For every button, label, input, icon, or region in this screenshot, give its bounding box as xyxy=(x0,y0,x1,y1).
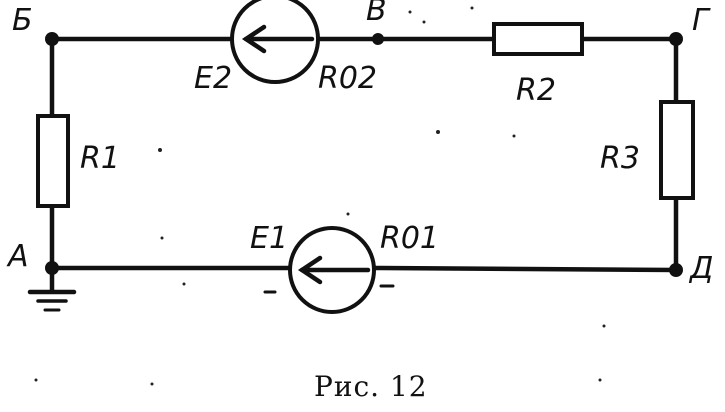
label-r3: R3 xyxy=(600,141,640,176)
node-label-a: А xyxy=(6,239,29,274)
label-e2: E2 xyxy=(194,61,232,96)
node-a-dot xyxy=(45,261,59,275)
label-r2: R2 xyxy=(516,73,556,108)
label-e1: E1 xyxy=(250,221,288,256)
node-d-dot xyxy=(669,263,683,277)
label-r02: R02 xyxy=(318,61,377,96)
node-label-g: Г xyxy=(692,3,711,38)
resistor-r1 xyxy=(36,114,70,208)
resistor-r2 xyxy=(492,22,584,56)
node-b-dot xyxy=(45,32,59,46)
node-label-d: Д xyxy=(688,251,713,286)
node-g-dot xyxy=(669,32,683,46)
node-label-v: В xyxy=(366,0,387,28)
node-label-b: Б xyxy=(12,3,33,38)
wire-e1-d xyxy=(371,265,679,273)
figure-caption: Рис. 12 xyxy=(314,370,428,403)
label-r01: R01 xyxy=(380,221,439,256)
resistor-r3 xyxy=(659,100,695,200)
source-e1 xyxy=(288,226,376,314)
scan-specks xyxy=(34,6,606,386)
node-v-dot xyxy=(372,33,384,45)
source-e2 xyxy=(230,0,320,84)
label-r1: R1 xyxy=(80,141,120,176)
